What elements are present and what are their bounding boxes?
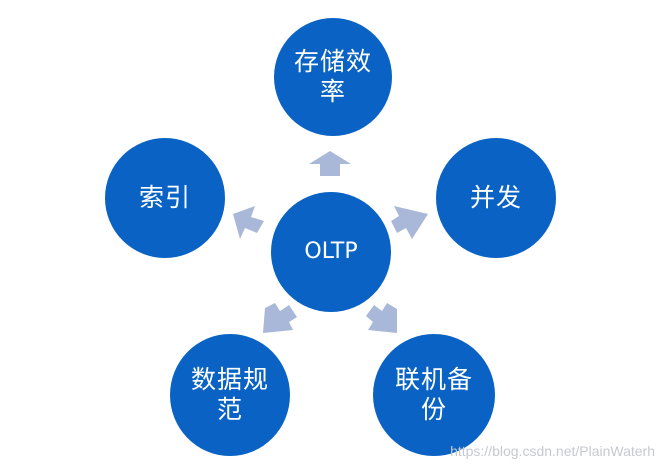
- watermark: https://blog.csdn.net/PlainWaterh: [450, 443, 655, 459]
- arrow-to-storage-efficiency: [309, 151, 351, 176]
- arrow-to-index: [233, 206, 264, 239]
- arrow-to-online-backup: [366, 303, 397, 333]
- node-index: 索引: [105, 138, 225, 258]
- node-label: 索引: [138, 183, 191, 212]
- node-label: 联机备份: [394, 365, 473, 424]
- arrow-to-data-normalization: [263, 303, 297, 333]
- center-node-oltp: OLTP: [271, 192, 391, 312]
- node-label: 数据规范: [190, 365, 269, 424]
- node-online-backup: 联机备份: [373, 334, 495, 456]
- node-storage-efficiency: 存储效率: [274, 18, 392, 136]
- node-label: 存储效率: [293, 47, 372, 106]
- node-concurrency: 并发: [436, 138, 556, 258]
- node-label: 并发: [469, 183, 522, 212]
- center-label: OLTP: [304, 239, 358, 264]
- arrow-to-concurrency: [391, 206, 428, 239]
- node-data-normalization: 数据规范: [170, 334, 290, 456]
